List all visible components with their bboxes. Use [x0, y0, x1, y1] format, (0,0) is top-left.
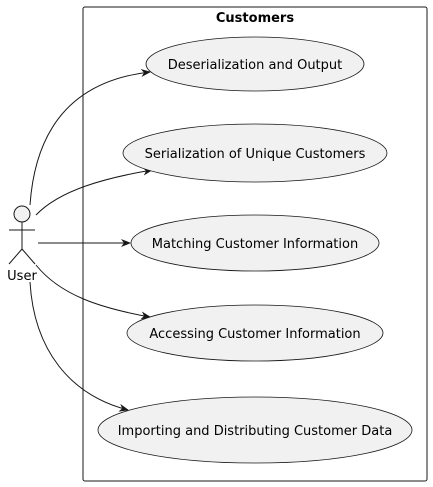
use-case-accessing-customer-information: Accessing Customer Information: [126, 304, 384, 362]
use-case-ellipse: [97, 396, 413, 464]
system-boundary: Customers: [82, 6, 428, 482]
use-case-label: Deserialization and Output: [168, 58, 343, 73]
association-uc5: [29, 281, 129, 412]
use-case-ellipse: [145, 36, 365, 92]
actor-user: [8, 205, 36, 265]
use-case-label: Importing and Distributing Customer Data: [118, 424, 393, 439]
actor-label: User: [7, 269, 37, 284]
use-case-label: Matching Customer Information: [152, 237, 358, 252]
use-case-ellipse: [122, 123, 388, 183]
actor-right-leg: [21, 248, 36, 265]
system-boundary-frame: [82, 6, 428, 482]
use-case-label: Serialization of Unique Customers: [145, 147, 366, 162]
actor-left-leg: [8, 248, 23, 265]
association-uc1: [29, 69, 151, 206]
associations: [29, 69, 153, 412]
use-case-label: Accessing Customer Information: [149, 327, 360, 342]
actor-head: [13, 205, 31, 223]
use-case-ellipse: [130, 214, 380, 272]
system-title: Customers: [216, 11, 294, 26]
use-case-deserialization-output: Deserialization and Output: [145, 36, 365, 92]
use-case-matching-customer-information: Matching Customer Information: [130, 214, 380, 272]
association-uc4: [35, 264, 151, 320]
use-case-ellipse: [126, 304, 384, 362]
use-case-serialization-unique-customers: Serialization of Unique Customers: [122, 123, 388, 183]
association-uc2: [35, 167, 153, 216]
use-case-importing-distributing-customer-data: Importing and Distributing Customer Data: [97, 396, 413, 464]
